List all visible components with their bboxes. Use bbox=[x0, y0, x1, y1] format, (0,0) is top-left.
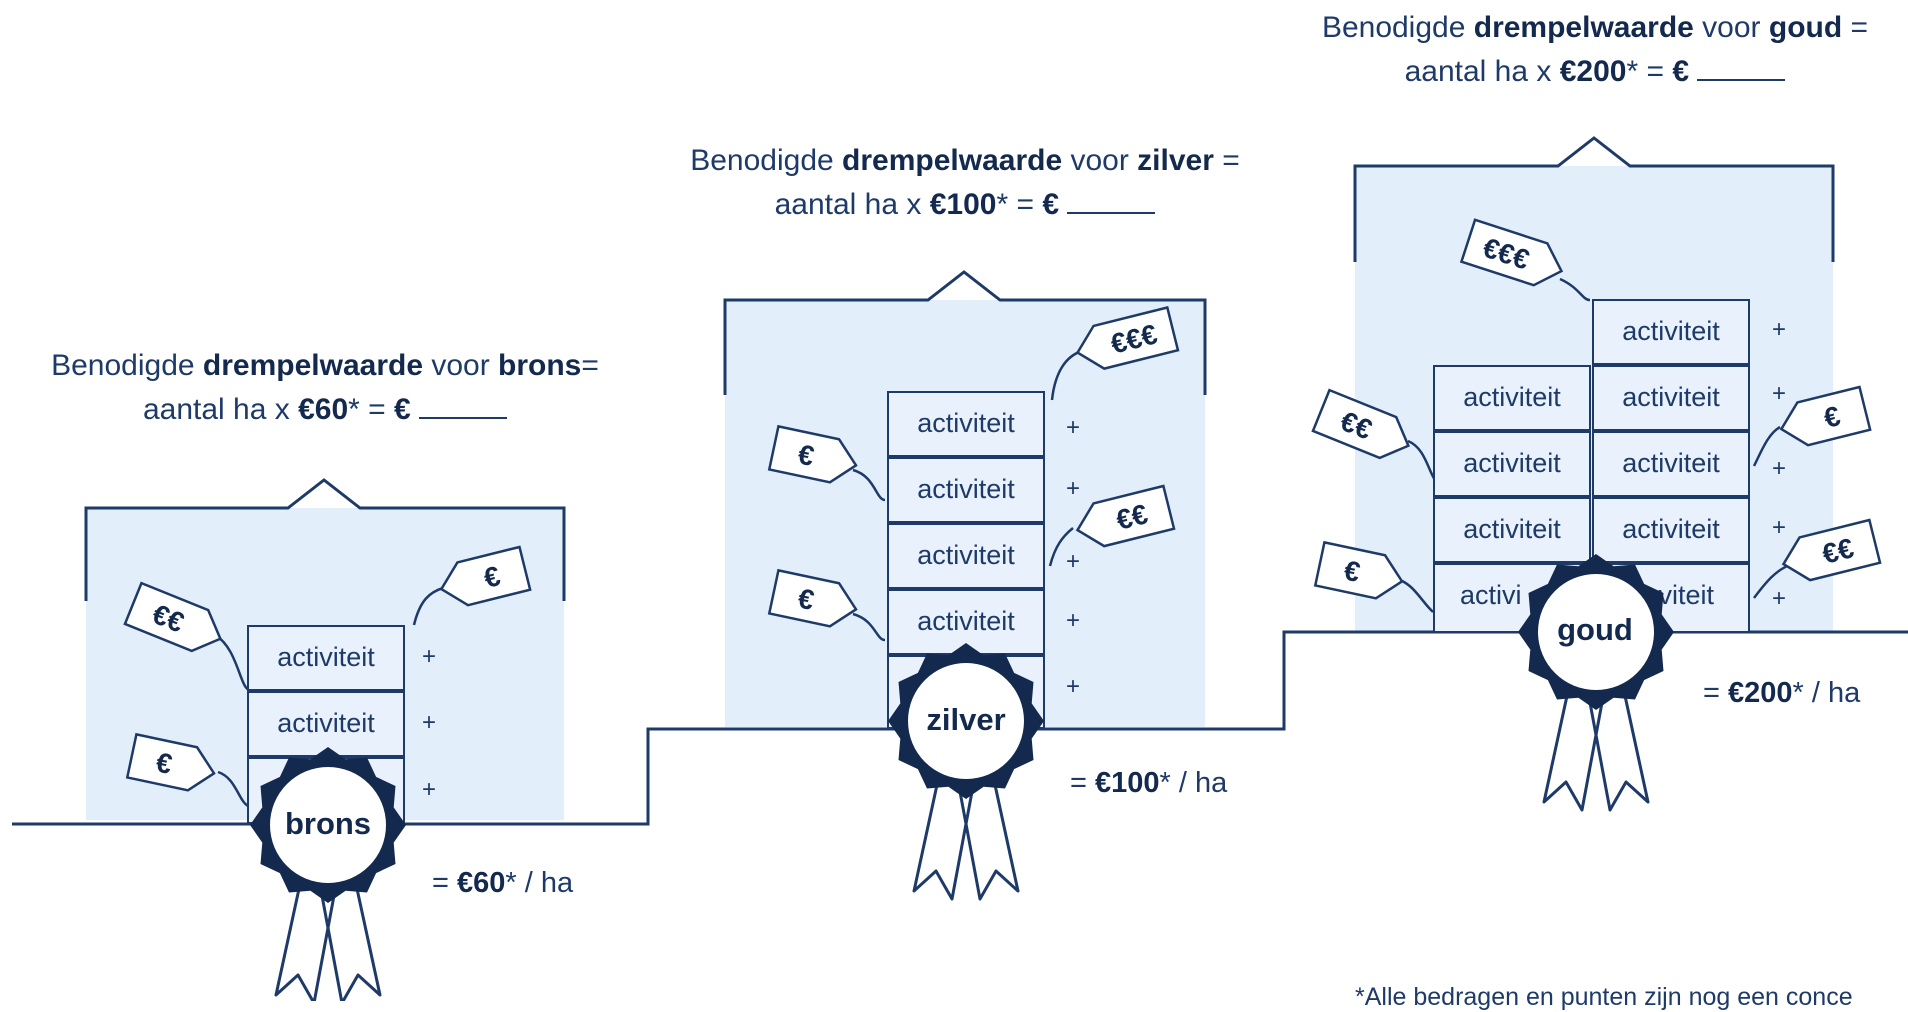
plus-sign: + bbox=[1066, 548, 1081, 575]
activity-block: activiteit bbox=[1592, 365, 1750, 431]
activity-block: activiteit bbox=[887, 457, 1045, 523]
price-tags: €€€€€€€€€€€€€€€€€€€€ bbox=[123, 218, 1882, 792]
activity-block: activiteit bbox=[1433, 431, 1591, 497]
heading-zilver: Benodigde drempelwaarde voor zilver = aa… bbox=[690, 144, 1240, 221]
price-tag-label: € bbox=[153, 746, 175, 780]
activity-block: activiteit bbox=[1592, 299, 1750, 365]
activity-block: activiteit bbox=[887, 391, 1045, 457]
plus-sign: + bbox=[1066, 475, 1081, 502]
activity-block: activiteit bbox=[1592, 497, 1750, 563]
rate-brons: = €60* / ha bbox=[432, 867, 574, 899]
plus-sign: + bbox=[1772, 380, 1787, 407]
price-tag-icon: €€ bbox=[1311, 388, 1410, 460]
price-tag-label: € bbox=[795, 582, 817, 616]
price-tag-icon: €€ bbox=[123, 581, 222, 653]
activity-block: activiteit bbox=[247, 625, 405, 691]
price-tag-label: € bbox=[795, 438, 817, 472]
plus-sign: + bbox=[1066, 673, 1081, 700]
medal-label-goud: goud bbox=[1557, 612, 1633, 647]
activity-block: activiteit bbox=[247, 691, 405, 757]
price-tag-icon: €€€ bbox=[1075, 306, 1180, 370]
activity-block: activiteit bbox=[1433, 497, 1591, 563]
medal-label-zilver: zilver bbox=[926, 702, 1006, 737]
price-tag-icon: € bbox=[767, 424, 858, 484]
plus-sign: + bbox=[1772, 585, 1787, 612]
price-tag-label: € bbox=[1341, 554, 1363, 588]
footnote: *Alle bedragen en punten zijn nog een co… bbox=[1355, 983, 1853, 1011]
plus-sign: + bbox=[1772, 514, 1787, 541]
activity-label-partial: viteit bbox=[1658, 580, 1714, 610]
price-tag-icon: €€ bbox=[1781, 518, 1882, 582]
price-tag-icon: € bbox=[125, 732, 216, 792]
price-tag-icon: € bbox=[439, 545, 532, 607]
price-tag-icon: € bbox=[1313, 540, 1404, 600]
plus-sign: + bbox=[1772, 316, 1787, 343]
plus-sign: + bbox=[422, 709, 437, 736]
price-tag-icon: €€ bbox=[1075, 484, 1176, 548]
plus-sign: + bbox=[422, 643, 437, 670]
plus-sign: + bbox=[1772, 455, 1787, 482]
activity-block: activiteit bbox=[887, 589, 1045, 655]
heading-goud: Benodigde drempelwaarde voor goud = aant… bbox=[1321, 11, 1869, 88]
price-tag-icon: €€€ bbox=[1459, 218, 1564, 287]
rate-zilver: = €100* / ha bbox=[1070, 767, 1228, 799]
plus-sign: + bbox=[422, 776, 437, 803]
activity-label-partial: activi bbox=[1460, 580, 1522, 610]
price-tag-icon: € bbox=[1779, 385, 1872, 447]
rate-goud: = €200* / ha bbox=[1703, 677, 1861, 709]
activity-block: activiteit bbox=[1433, 365, 1591, 431]
activity-block: activiteit bbox=[1592, 431, 1750, 497]
activity-block: activiteit bbox=[887, 523, 1045, 589]
plus-sign: + bbox=[1066, 607, 1081, 634]
price-tag-icon: € bbox=[767, 568, 858, 628]
heading-brons: Benodigde drempelwaarde voor brons= aant… bbox=[51, 349, 599, 426]
medal-label-brons: brons bbox=[284, 806, 372, 841]
plus-sign: + bbox=[1066, 414, 1081, 441]
